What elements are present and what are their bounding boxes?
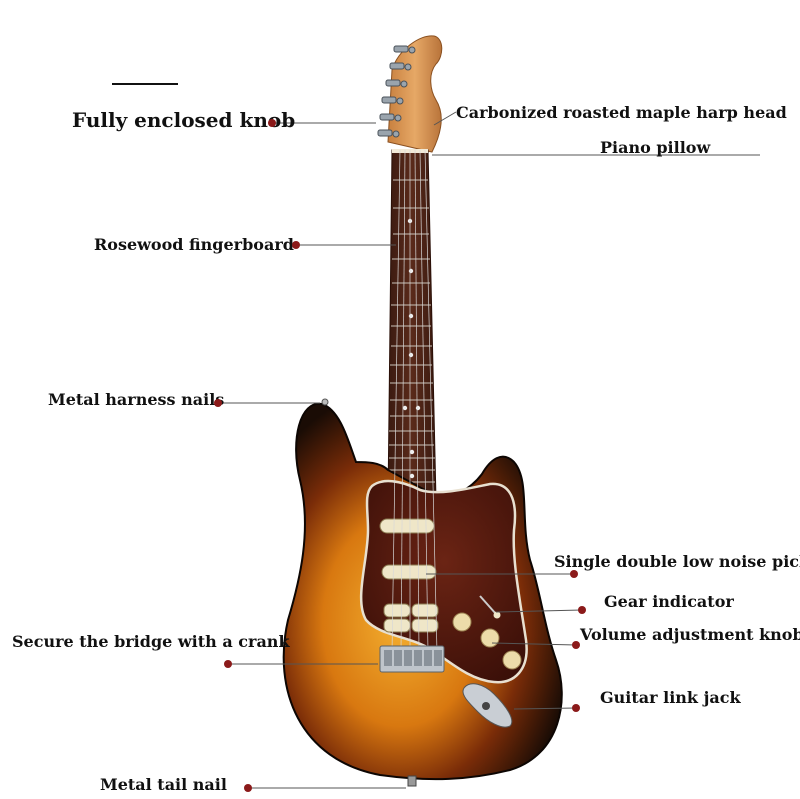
- marker-dot: [244, 784, 252, 792]
- headstock: [377, 35, 443, 153]
- label-metal-tail-nail: Metal tail nail: [100, 775, 227, 794]
- label-guitar-link-jack: Guitar link jack: [600, 688, 741, 707]
- harness-nail: [321, 398, 329, 406]
- tuning-pegs: [377, 45, 416, 138]
- label-rosewood-fingerboard: Rosewood fingerboard: [94, 235, 294, 254]
- label-gear-indicator: Gear indicator: [604, 592, 734, 611]
- marker-dot: [214, 399, 222, 407]
- label-harp-head: Carbonized roasted maple harp head: [456, 103, 787, 122]
- marker-dot: [572, 704, 580, 712]
- tail-nail: [407, 775, 417, 787]
- strings: [391, 149, 438, 653]
- output-jack: [462, 683, 513, 728]
- marker-dot: [268, 119, 276, 127]
- top-accent-bar: [112, 83, 178, 85]
- label-pickup: Single double low noise picku: [554, 552, 800, 571]
- marker-dot: [224, 660, 232, 668]
- label-fully-enclosed-knob: Fully enclosed knob: [72, 108, 296, 132]
- marker-dot: [292, 241, 300, 249]
- label-bridge-crank: Secure the bridge with a crank: [12, 632, 290, 651]
- selector-switch: [479, 595, 501, 619]
- leader-lines: [218, 111, 760, 789]
- bridge: [379, 645, 445, 673]
- label-metal-harness-nails: Metal harness nails: [48, 390, 225, 409]
- label-piano-pillow: Piano pillow: [600, 138, 711, 157]
- marker-dot: [570, 570, 578, 578]
- marker-dot: [578, 606, 586, 614]
- label-volume-knob: Volume adjustment knob: [580, 625, 800, 644]
- control-knobs: [452, 612, 522, 670]
- marker-dot: [572, 641, 580, 649]
